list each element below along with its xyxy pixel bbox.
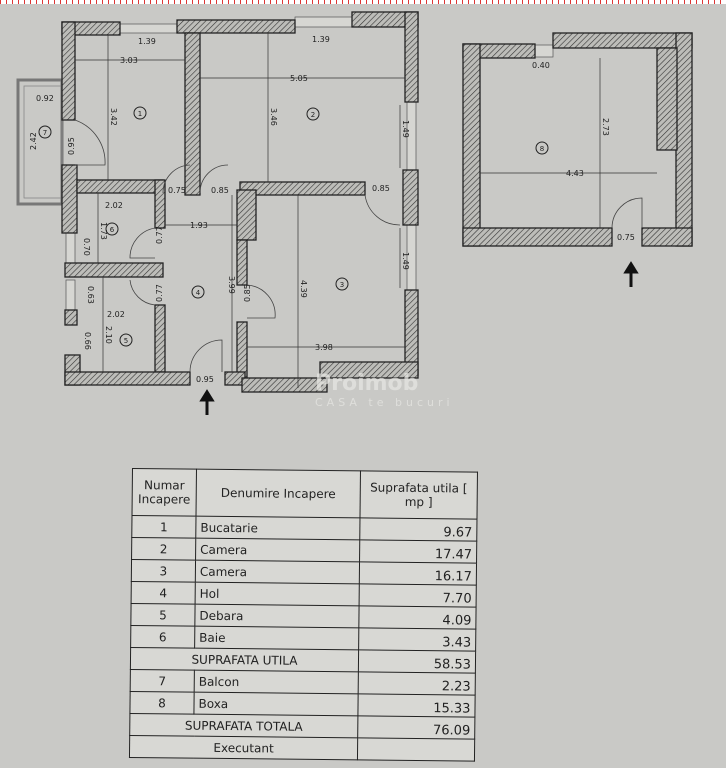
room-area: 7.70 <box>359 583 477 608</box>
dim-label: 4.43 <box>566 169 584 178</box>
area-table: Numar Incapere Denumire Incapere Suprafa… <box>128 468 478 762</box>
window-room5 <box>65 279 76 311</box>
room-area: 9.67 <box>359 517 477 542</box>
window-room6 <box>65 231 76 265</box>
room-name: Bucatarie <box>195 516 360 540</box>
dim-label: 1.73 <box>99 222 108 240</box>
dim-label: 1.93 <box>190 221 208 230</box>
dim-label: 2.02 <box>107 310 125 319</box>
dim-label: 0.70 <box>82 238 91 256</box>
room-area: 3.43 <box>358 627 476 652</box>
room-number: 5 <box>130 603 196 627</box>
room-number: 8 <box>129 691 195 715</box>
balcony-inner-outline <box>23 85 63 199</box>
dim-label: 3.98 <box>315 343 333 352</box>
room-name: Camera <box>195 560 360 584</box>
executant-label: Executant <box>129 735 358 760</box>
dim-label: 0.75 <box>617 233 635 242</box>
room-name: Debara <box>194 604 360 628</box>
room-name: Baie <box>194 626 359 650</box>
room-number: 5 <box>124 337 128 345</box>
dim-label: 0.95 <box>67 137 76 155</box>
dim-label: 3.46 <box>269 108 278 126</box>
room-labels: 1 2 3 4 5 6 7 8 <box>38 106 549 347</box>
dim-label: 2.42 <box>29 132 38 150</box>
header-room-name: Denumire Incapere <box>195 469 361 518</box>
dim-label: 2.10 <box>104 326 113 344</box>
dim-label: 1.49 <box>401 252 410 270</box>
room-number: 6 <box>130 625 195 649</box>
room-name: Balcon <box>194 670 359 694</box>
dim-label: 5.05 <box>290 74 308 83</box>
dimension-lines <box>75 33 657 388</box>
room-area: 2.23 <box>358 671 476 696</box>
door-swings <box>74 119 643 373</box>
watermark-brand: Proimob <box>315 371 418 396</box>
table-header: Numar Incapere Denumire Incapere Suprafa… <box>132 468 478 520</box>
room-number: 1 <box>131 515 196 539</box>
dim-label: 0.85 <box>372 184 390 193</box>
room-number: 7 <box>130 669 195 693</box>
dim-label: 1.39 <box>312 35 330 44</box>
dim-label: 3.03 <box>120 56 138 65</box>
footer-empty-cell <box>357 737 475 762</box>
room-name: Camera <box>195 538 360 562</box>
dim-label: 0.85 <box>243 284 252 302</box>
entrance-arrow-icon <box>199 389 215 415</box>
entrance-arrow-icon <box>623 261 639 287</box>
room-number: 4 <box>196 289 201 297</box>
dim-label: 3.99 <box>227 276 236 294</box>
room-number: 3 <box>131 559 196 583</box>
walls <box>61 11 693 393</box>
window-room8 <box>534 44 554 58</box>
floor-plan: 1 2 3 4 5 6 7 8 1.39 1.39 3.03 5.05 3.42… <box>16 11 693 415</box>
header-room-number: Numar Incapere <box>132 468 197 517</box>
window-room1 <box>119 23 178 34</box>
dim-label: 0.63 <box>86 286 95 304</box>
total-label: SUPRAFATA TOTALA <box>129 713 358 738</box>
dim-label: 1.49 <box>401 120 410 138</box>
room-area: 15.33 <box>357 693 476 718</box>
subtotal-area: 58.53 <box>358 649 476 674</box>
dim-label: 0.92 <box>36 94 54 103</box>
dim-label: 0.95 <box>196 375 214 384</box>
room-area: 16.17 <box>359 561 477 586</box>
room-name: Boxa <box>193 692 359 716</box>
dim-label: 3.42 <box>109 108 118 126</box>
top-border-strip <box>0 0 726 4</box>
room-number: 2 <box>131 537 196 561</box>
header-area: Suprafata utila [ mp ] <box>359 470 478 520</box>
dim-label: 0.40 <box>532 61 550 70</box>
subtotal-label: SUPRAFATA UTILA <box>130 647 359 672</box>
dim-label: 2.73 <box>601 118 610 136</box>
room-number: 6 <box>110 226 115 234</box>
room-area: 4.09 <box>358 605 477 630</box>
dim-label: 0.77 <box>155 284 164 302</box>
room-number: 8 <box>540 145 544 153</box>
room-number: 4 <box>131 581 196 605</box>
room-number: 7 <box>43 129 47 137</box>
dim-label: 1.39 <box>138 37 156 46</box>
room-name: Hol <box>195 582 360 606</box>
dim-label: 4.39 <box>299 280 308 298</box>
room-number: 3 <box>340 281 344 289</box>
dim-label: 0.66 <box>83 332 92 350</box>
room-number: 2 <box>311 111 315 119</box>
dim-label: 0.85 <box>211 186 229 195</box>
dim-label: 2.02 <box>105 201 123 210</box>
watermark-tagline: CASA te bucuri <box>315 396 454 409</box>
dim-label: 0.77 <box>155 226 164 244</box>
footer-row: Executant <box>129 735 475 762</box>
dimension-labels: 1.39 1.39 3.03 5.05 3.42 3.46 0.92 2.42 … <box>29 35 635 384</box>
dim-label: 0.75 <box>168 186 186 195</box>
room-area: 17.47 <box>359 539 477 564</box>
room-number: 1 <box>138 110 142 118</box>
total-area: 76.09 <box>357 715 475 740</box>
window-room2 <box>294 16 353 28</box>
